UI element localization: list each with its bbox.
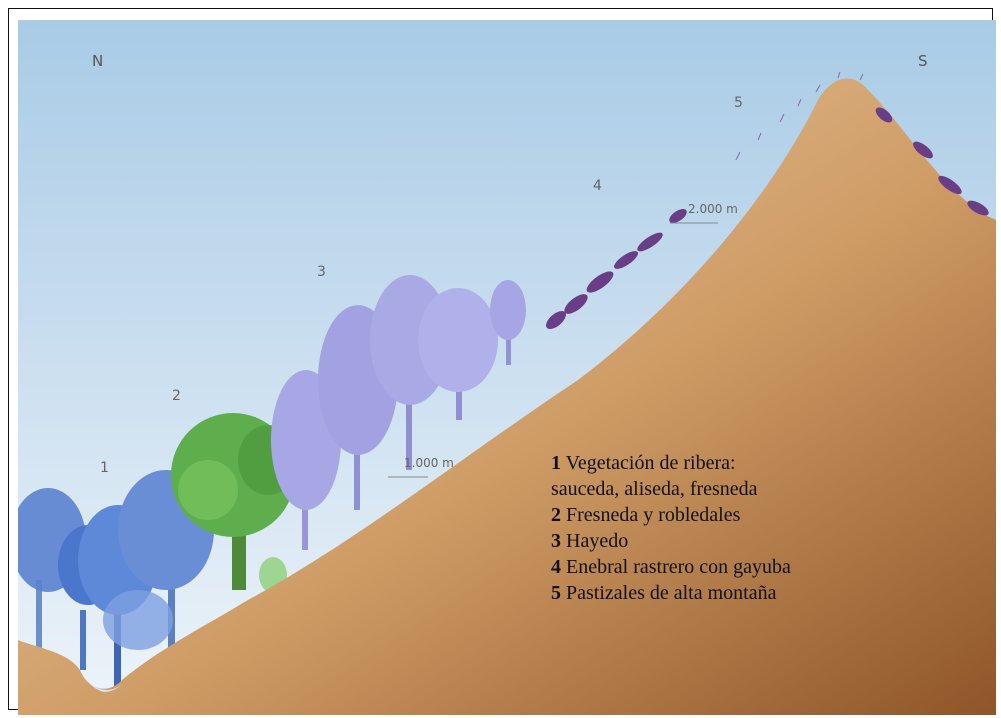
zone-number-4: 4 <box>593 178 602 194</box>
beech-forest <box>271 275 526 550</box>
south-label: S <box>918 52 928 70</box>
legend-item: 2 Fresneda y robledales <box>551 504 741 526</box>
alpine-pasture <box>735 71 864 161</box>
legend-item: sauceda, aliseda, fresneda <box>551 478 758 500</box>
zone-number-2: 2 <box>172 388 181 404</box>
legend-item: 5 Pastizales de alta montaña <box>551 582 777 604</box>
altitude-label-1000: 1.000 m <box>404 456 454 470</box>
zone-number-1: 1 <box>100 460 109 476</box>
north-label: N <box>92 52 103 70</box>
juniper-scrub <box>546 107 989 329</box>
mountain-ground <box>18 78 996 715</box>
stream <box>90 684 122 692</box>
legend-item: 4 Enebral rastrero con gayuba <box>551 556 791 578</box>
zone-number-3: 3 <box>317 264 326 280</box>
legend-item: 1 Vegetación de ribera: <box>551 452 736 474</box>
legend-item: 3 Hayedo <box>551 530 629 552</box>
zone-number-5: 5 <box>734 95 743 111</box>
altitude-label-2000: 2.000 m <box>688 202 738 216</box>
legend: 1 Vegetación de ribera: sauceda, aliseda… <box>551 450 791 606</box>
riparian-vegetation <box>18 470 214 690</box>
vegetation-profile-diagram: N S 1 2 3 4 5 1.000 m 2.000 m <box>18 20 996 715</box>
